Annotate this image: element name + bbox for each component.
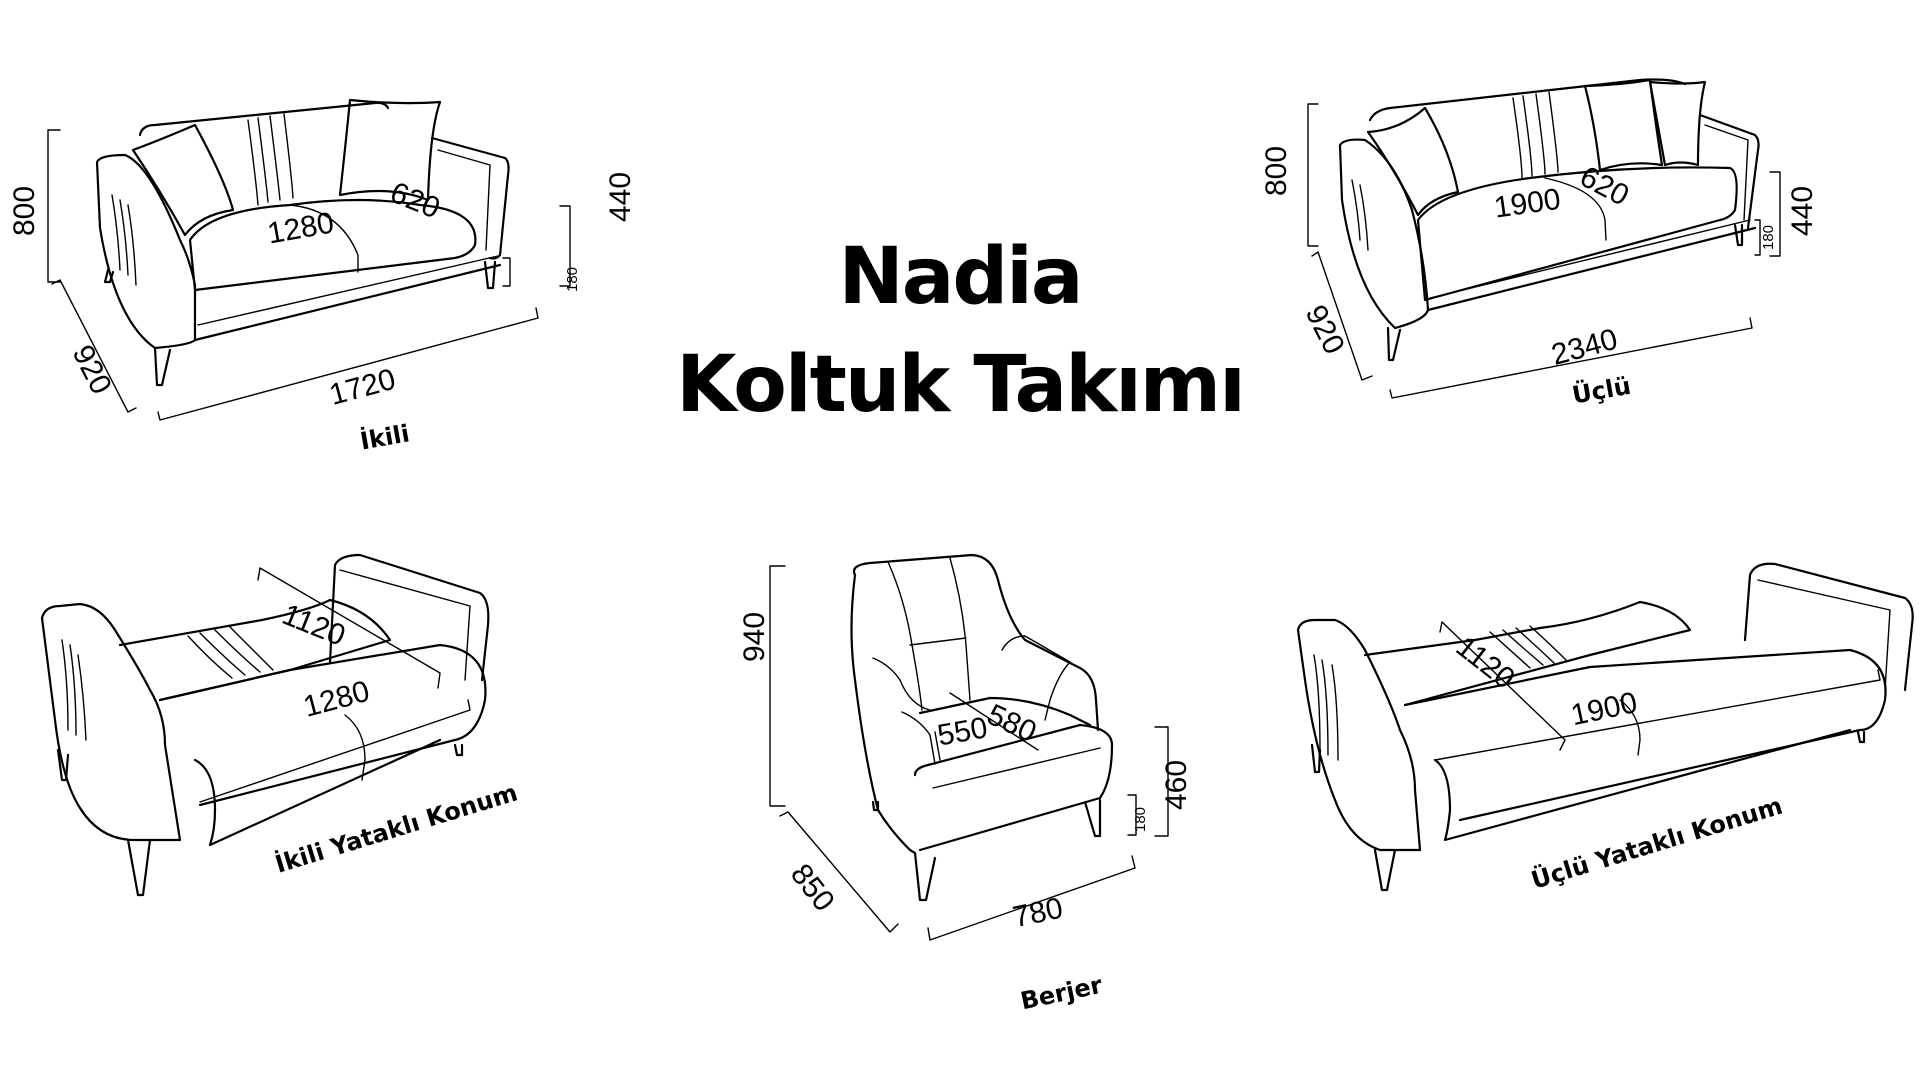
product-title-name: Nadia	[838, 232, 1083, 322]
berjer-leg-height-dim: 180	[1132, 806, 1149, 832]
uclu-seat-height-dim: 440	[1786, 185, 1819, 236]
ikili-seat-height-dim: 440	[604, 171, 637, 222]
sofa-2-seater-drawing-icon	[47, 98, 571, 421]
view-ikili-yatakli: 1120 1280 İkili Yataklı Konum	[0, 540, 620, 920]
view-uclu: 800 920 2340 1900 620 440 180 Üçlü	[1260, 60, 1920, 460]
berjer-height-dim: 940	[738, 611, 771, 662]
ikili-leg-height-dim: 180	[564, 266, 581, 292]
sofa-bed-2-seater-drawing-icon	[40, 553, 490, 897]
view-ikili: 800 920 1720 1280 620 440 180 İkili	[0, 0, 637, 456]
view-uclu-yatakli: 1120 1900 Üçlü Yataklı Konum	[1290, 550, 1920, 910]
product-title-subtitle: Koltuk Takımı	[676, 340, 1246, 430]
uclu-height-dim: 800	[1260, 145, 1293, 196]
ikili-height-dim: 800	[8, 185, 41, 236]
sofa-3-seater-drawing-icon	[1307, 78, 1781, 399]
view-berjer: 940 850 780 550 580 460 180 Berjer	[738, 540, 1220, 1060]
armchair-drawing-icon	[769, 553, 1169, 941]
berjer-seat-height-dim: 460	[1160, 759, 1193, 810]
uclu-leg-height-dim: 180	[1760, 224, 1777, 250]
sofa-bed-3-seater-drawing-icon	[1296, 562, 1914, 892]
